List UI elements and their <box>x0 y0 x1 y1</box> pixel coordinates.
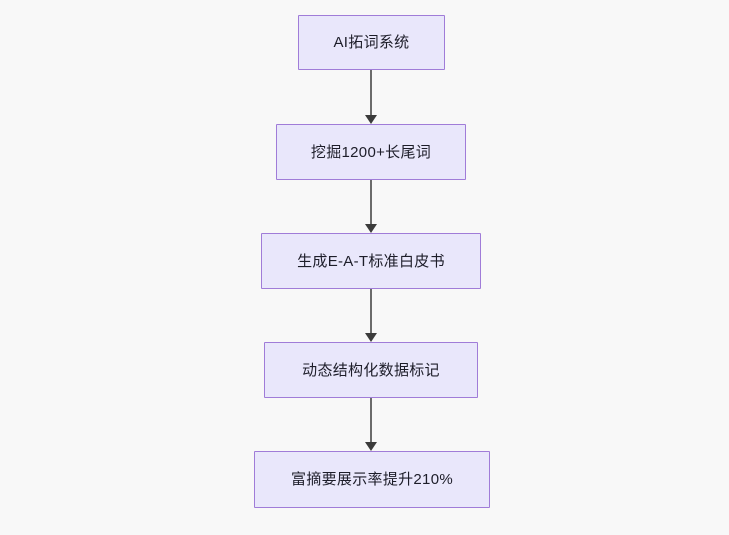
flow-node-label: 富摘要展示率提升210% <box>291 471 453 488</box>
arrowhead-icon <box>365 115 377 124</box>
arrowhead-icon <box>365 224 377 233</box>
flow-node-n1[interactable]: AI拓词系统 <box>298 15 445 70</box>
arrowhead-icon <box>365 442 377 451</box>
flow-node-n2[interactable]: 挖掘1200+长尾词 <box>276 124 466 180</box>
flow-node-label: 生成E-A-T标准白皮书 <box>297 252 445 270</box>
flow-node-label: AI拓词系统 <box>333 34 410 51</box>
flow-node-label: 挖掘1200+长尾词 <box>310 143 432 161</box>
flow-edge-n4-to-n5 <box>365 398 377 451</box>
flow-edge-n1-to-n2 <box>365 70 377 124</box>
flow-node-n3[interactable]: 生成E-A-T标准白皮书 <box>261 233 481 289</box>
arrowhead-icon <box>365 333 377 342</box>
flow-node-n4[interactable]: 动态结构化数据标记 <box>264 342 478 398</box>
flow-edge-n3-to-n4 <box>365 289 377 342</box>
flow-node-n5[interactable]: 富摘要展示率提升210% <box>254 451 490 508</box>
flow-edge-n2-to-n3 <box>365 180 377 233</box>
flow-node-label: 动态结构化数据标记 <box>302 361 440 379</box>
